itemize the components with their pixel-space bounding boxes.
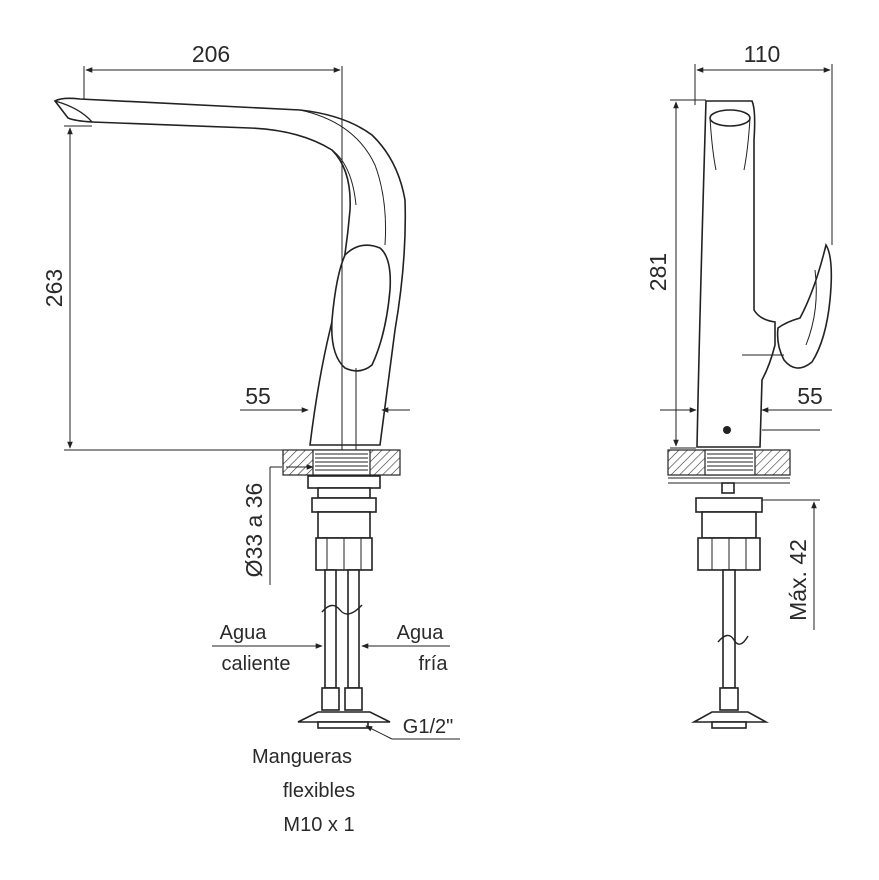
side-base-label: 55	[797, 383, 823, 409]
thread-label: G1/2"	[403, 716, 453, 738]
side-fixing-assembly	[690, 482, 770, 729]
front-countertop-section: Ø33 a 36	[241, 449, 401, 585]
front-fixing-assembly	[297, 475, 391, 729]
side-height-dimension: 281	[645, 99, 706, 449]
front-base-dimension: 55	[240, 383, 410, 413]
front-faucet-body	[53, 97, 407, 450]
side-max-label: Máx. 42	[785, 539, 811, 621]
cold-water-label-line2: fría	[419, 653, 449, 675]
front-view: 206 263 55	[41, 41, 460, 836]
hot-water-label-line2: caliente	[222, 653, 291, 675]
side-faucet-body	[696, 100, 833, 448]
front-width-label: 206	[192, 41, 230, 67]
front-lever	[330, 244, 392, 372]
side-max-dimension: Máx. 42	[762, 499, 820, 630]
side-width-label: 110	[744, 41, 781, 67]
cold-water-label-line1: Agua	[397, 622, 445, 644]
side-view: 110 281 55	[645, 41, 833, 729]
front-base-label: 55	[245, 383, 271, 409]
front-height-dimension: 263	[41, 125, 310, 451]
side-height-label: 281	[645, 253, 671, 291]
front-width-dimension: 206	[83, 41, 343, 115]
front-hole-label: Ø33 a 36	[241, 483, 267, 578]
side-base-dimension: 55	[660, 383, 832, 431]
hoses-label-line1: Mangueras	[252, 746, 352, 768]
front-height-label: 263	[41, 269, 67, 307]
hoses-label-line3: M10 x 1	[283, 814, 354, 836]
side-width-dimension: 110	[694, 41, 833, 245]
hot-water-label-line1: Agua	[220, 622, 268, 644]
side-lever	[776, 242, 833, 369]
hoses-label-line2: flexibles	[283, 780, 355, 802]
front-water-labels: Agua caliente Agua fría G1/2" Mangueras …	[212, 622, 460, 836]
side-countertop-section	[667, 449, 791, 484]
